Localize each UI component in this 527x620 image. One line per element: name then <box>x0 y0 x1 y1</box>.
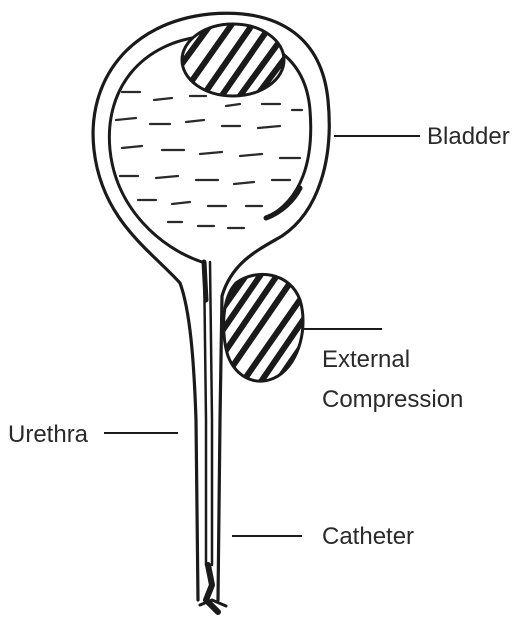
top-mass <box>170 20 300 104</box>
urethra-label: Urethra <box>8 421 89 448</box>
external-compression-label-line1: External <box>322 346 410 373</box>
external-compression-label-line2: Compression <box>322 386 463 413</box>
catheter-label: Catheter <box>322 523 414 550</box>
external-compression-mass <box>216 270 316 386</box>
bladder-inner-shade <box>266 188 300 218</box>
bladder-fluid <box>116 92 302 228</box>
bladder-label: Bladder <box>427 123 510 150</box>
